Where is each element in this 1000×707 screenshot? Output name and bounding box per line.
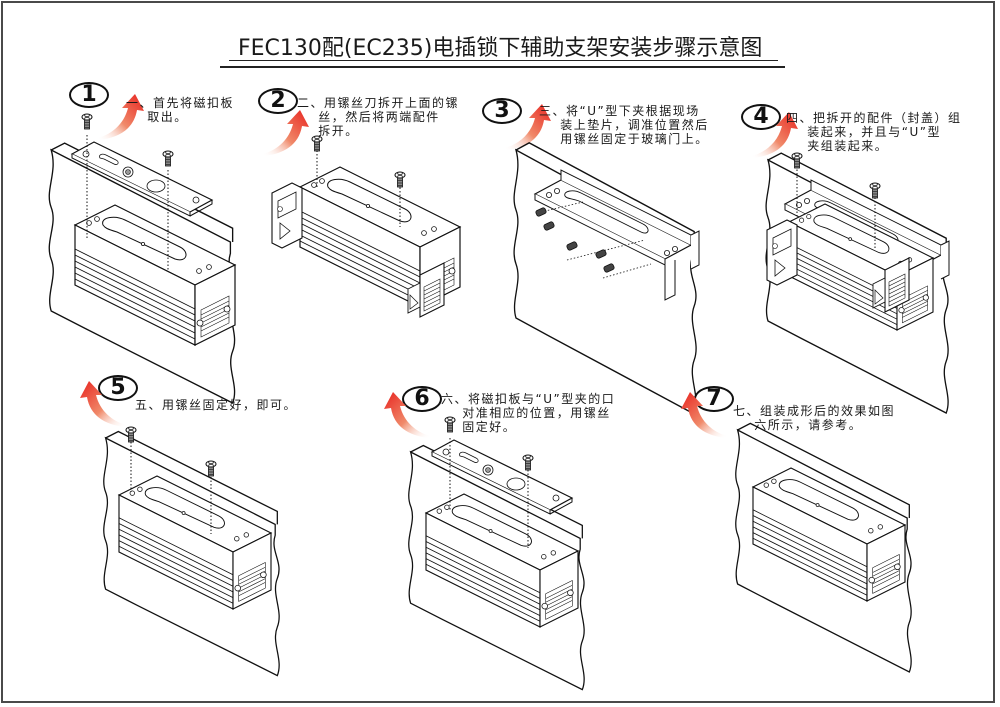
screw-icon xyxy=(444,416,456,433)
step-instruction: 一、首先将磁扣板 取出。 xyxy=(126,96,235,124)
step-6-illustration xyxy=(408,416,585,691)
step-7-illustration xyxy=(735,422,912,673)
step-number-badge: 2 xyxy=(258,88,298,114)
screw-icon xyxy=(522,454,534,471)
arrow-up-left-icon xyxy=(681,392,727,438)
screw-icon xyxy=(205,460,217,477)
step-number-badge: 3 xyxy=(482,98,522,124)
title-double-underline xyxy=(220,66,785,68)
step-instruction: 二、用镙丝刀拆开上面的镙 丝，然后将两端配件 拆开。 xyxy=(297,96,460,138)
step-instruction: 四、把拆开的配件（封盖）组 装起来，并且与“U”型 夹组装起来。 xyxy=(786,111,962,153)
end-cap-left xyxy=(766,219,798,286)
step-number-badge: 6 xyxy=(402,386,442,412)
screw-icon xyxy=(869,182,881,199)
step-instruction: 五、用镙丝固定好，即可。 xyxy=(135,398,298,412)
screw-icon xyxy=(81,113,93,130)
screw-icon xyxy=(162,150,174,167)
step-number-badge: 4 xyxy=(741,104,781,130)
step-2-illustration xyxy=(271,135,461,318)
end-cap-left xyxy=(271,182,303,249)
title-underline xyxy=(229,60,778,61)
step-1-illustration xyxy=(48,113,236,404)
step-instruction: 七、组装成形后的效果如图 六所示，请参考。 xyxy=(733,404,896,432)
step-instruction: 三、将“U”型下夹根据现场 装上垫片，调准位置然后 用镙丝固定于玻璃门上。 xyxy=(539,104,709,146)
step-instruction: 六、将磁扣板与“U”型夹的口 对准相应的位置，用镙丝 固定好。 xyxy=(441,392,616,434)
page-title: FEC130配(EC235)电插锁下辅助支架安装步骤示意图 xyxy=(238,36,763,61)
screw-icon xyxy=(311,135,323,152)
step-3-illustration xyxy=(513,142,700,415)
step-number-badge: 1 xyxy=(69,82,109,108)
step-number-badge: 5 xyxy=(98,375,138,401)
screw-icon xyxy=(394,171,406,188)
step-4-illustration xyxy=(765,152,950,414)
step-5-illustration xyxy=(103,426,280,677)
step-number-badge: 7 xyxy=(694,386,734,412)
screw-icon xyxy=(791,152,803,169)
